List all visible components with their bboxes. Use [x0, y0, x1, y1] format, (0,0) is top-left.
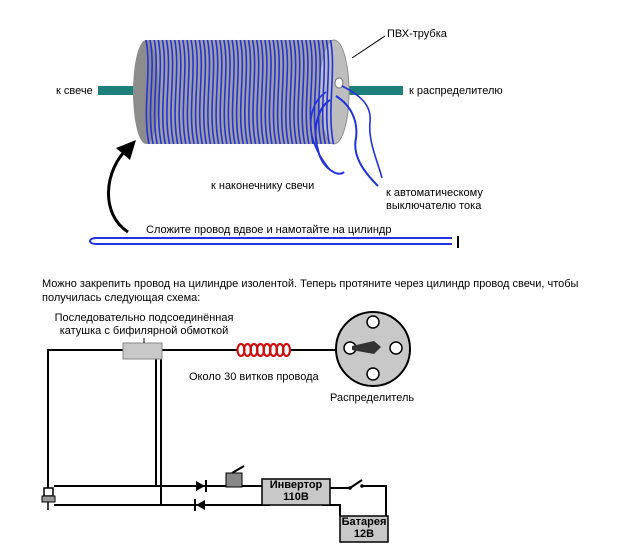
- pvc-cylinder-body: [146, 40, 334, 144]
- turns-label: Около 30 витков провода: [189, 371, 319, 383]
- lead-to-plug-cap: [314, 99, 345, 175]
- to-breaker-label-line2: выключателю тока: [386, 200, 482, 212]
- pvc-label-pointer: [351, 35, 386, 59]
- switch-relay-icon: [225, 465, 262, 488]
- distributor-icon: [335, 311, 411, 387]
- lead-to-plug-cap-2: [310, 91, 331, 171]
- spark-plug-icon: [41, 487, 56, 510]
- battery-label-line1: Батарея: [341, 516, 387, 528]
- bifilar-coil-label-line1: Последовательно подсоединённая: [54, 312, 234, 324]
- rod-left: [98, 86, 142, 95]
- wire-left-outer: [47, 349, 123, 488]
- distributor-label: Распределитель: [330, 392, 415, 404]
- cylinder-assembly: [98, 39, 403, 187]
- battery-switch-icon: [348, 479, 364, 490]
- diode-icon: [196, 480, 207, 492]
- battery-box: [339, 515, 389, 543]
- instruction-paragraph: Можно закрепить провод на цилиндре изоле…: [42, 278, 579, 304]
- red-turns-coil: [236, 342, 292, 358]
- lead-to-breaker: [335, 95, 379, 187]
- rod-right: [345, 86, 403, 95]
- bifilar-coil-block: [122, 342, 163, 360]
- pvc-cylinder-hole: [334, 77, 344, 89]
- inverter-box: [261, 478, 331, 506]
- fold-instruction-label: Сложите провод вдвое и намотайте на цили…: [146, 224, 392, 236]
- inverter-label-line2: 110В: [283, 491, 309, 503]
- folded-wire: [89, 236, 459, 248]
- battery-label-line2: 12В: [353, 528, 375, 540]
- inverter-label-line1: Инвертор: [269, 479, 323, 491]
- wire-windings: [145, 39, 335, 145]
- to-distributor-label: к распределителю: [409, 85, 503, 97]
- pvc-tube-label: ПВХ-трубка: [387, 28, 447, 40]
- wire-switch-battery: [362, 485, 387, 516]
- diode-icon: [194, 499, 205, 511]
- to-breaker-label-line1: к автоматическому: [386, 187, 483, 199]
- lead-to-breaker-2: [341, 85, 383, 179]
- to-plug-label: к свече: [56, 85, 93, 97]
- wire-battery-left: [322, 504, 341, 516]
- bifilar-coil-label-line2: катушка с бифилярной обмоткой: [59, 325, 229, 337]
- winding-direction-arrow: [107, 140, 136, 234]
- to-plug-cap-label: к наконечнику свечи: [211, 180, 315, 192]
